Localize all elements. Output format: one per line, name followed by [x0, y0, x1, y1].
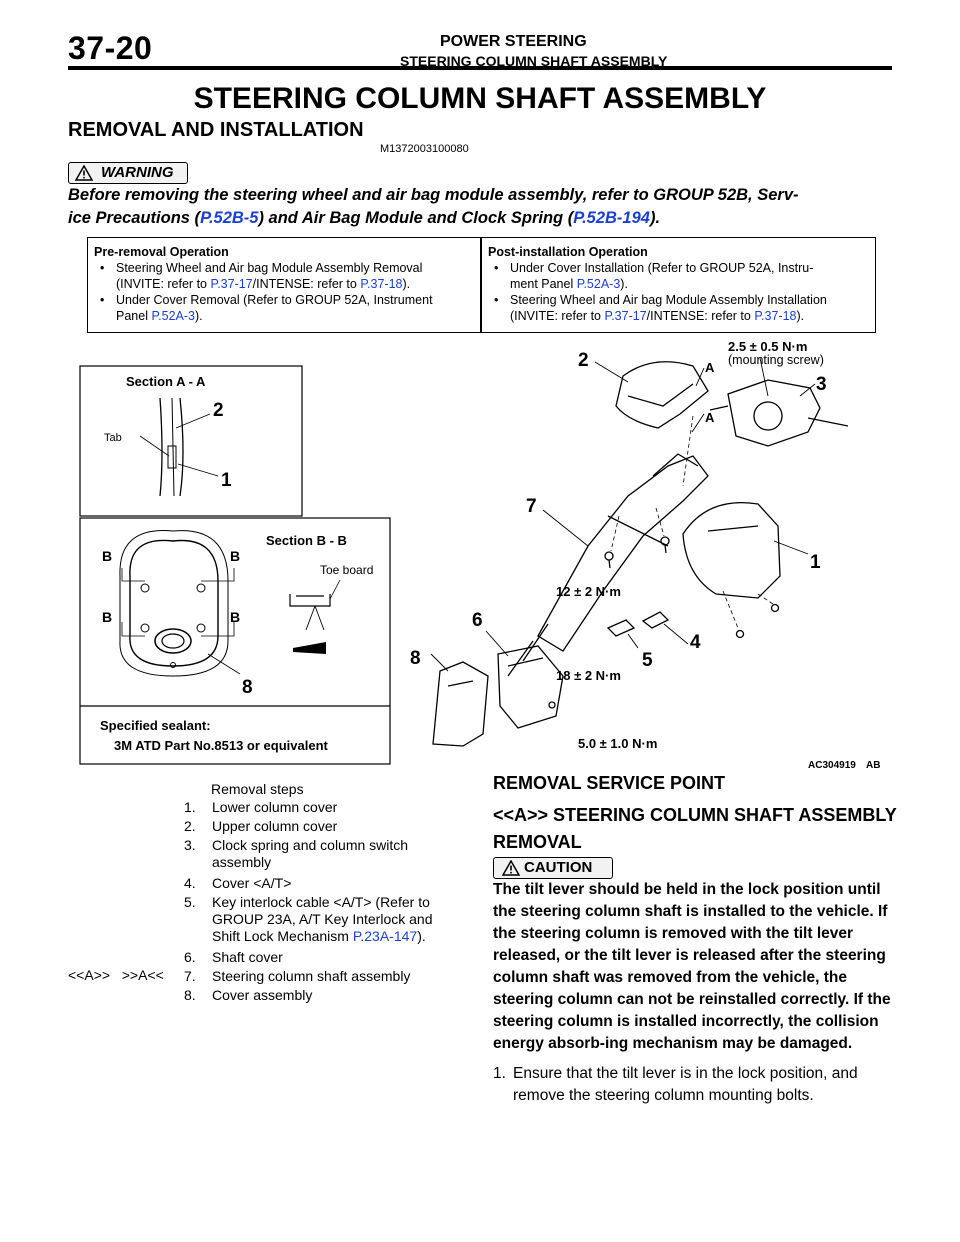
- list-item: • Steering Wheel and Air bag Module Asse…: [494, 293, 827, 323]
- install-mark: >>A<<: [121, 967, 164, 983]
- link-p37-18[interactable]: P.37-18: [360, 277, 403, 291]
- service-point-marks: <<A>> >>A<<: [68, 967, 164, 983]
- svg-text:1: 1: [810, 552, 821, 573]
- page-number: 37-20: [68, 30, 153, 66]
- caution-text: The tilt lever should be held in the loc…: [493, 881, 891, 1052]
- removal-steps-title: Removal steps: [211, 781, 304, 797]
- header-rule: [68, 66, 892, 70]
- removal-mark: <<A>>: [68, 967, 111, 983]
- warning-text: Before removing the steering wheel and a…: [68, 186, 799, 227]
- chapter-title: POWER STEERING: [440, 33, 587, 50]
- caution-label: CAUTION: [524, 859, 593, 876]
- svg-text:A: A: [705, 360, 715, 375]
- torque-18: 18 ± 2 N·m: [556, 668, 621, 683]
- instruction-step: 1. Ensure that the tilt lever is in the …: [493, 1065, 858, 1104]
- caution-icon: [502, 860, 520, 876]
- chapter-subtitle: STEERING COLUMN SHAFT ASSEMBLY: [400, 53, 668, 69]
- svg-text:2: 2: [578, 350, 589, 371]
- link-p37-17[interactable]: P.37-17: [604, 309, 647, 323]
- section-b-label: Section B - B: [266, 533, 347, 548]
- toe-board-label: Toe board: [320, 563, 373, 577]
- svg-text:AB: AB: [866, 760, 880, 771]
- column-assembly-drawing: [432, 361, 849, 747]
- svg-text:3: 3: [816, 374, 827, 395]
- section-a-label: Section A - A: [126, 374, 206, 389]
- svg-text:4: 4: [690, 632, 701, 653]
- list-item: • Under Cover Installation (Refer to GRO…: [494, 261, 814, 291]
- mounting-screw-label: (mounting screw): [728, 353, 824, 367]
- page-title: STEERING COLUMN SHAFT ASSEMBLY: [193, 82, 767, 115]
- list-item: 5.Key interlock cable <A/T> (Refer to GR…: [184, 894, 433, 944]
- link-p52a-3[interactable]: P.52A-3: [151, 309, 196, 323]
- svg-text:6: 6: [472, 610, 483, 631]
- svg-text:B: B: [102, 609, 112, 625]
- link-p37-17[interactable]: P.37-17: [210, 277, 253, 291]
- warning-label: WARNING: [101, 164, 174, 181]
- link-p52a-3[interactable]: P.52A-3: [576, 277, 621, 291]
- link-p37-18[interactable]: P.37-18: [754, 309, 797, 323]
- svg-text:B: B: [230, 609, 240, 625]
- document-code: M1372003100080: [380, 143, 469, 155]
- svg-text:5: 5: [642, 650, 653, 671]
- warning-icon: [75, 165, 93, 181]
- svg-text:1: 1: [221, 470, 232, 491]
- section-a-box: [79, 365, 303, 517]
- caution-badge: CAUTION: [493, 857, 613, 879]
- section-b-box: [79, 517, 391, 765]
- list-item: • Under Cover Removal (Refer to GROUP 52…: [100, 293, 433, 323]
- svg-text:8: 8: [410, 648, 421, 669]
- post-installation-operation: Post-installation Operation • Under Cove…: [488, 244, 873, 324]
- link-p52b-194[interactable]: P.52B-194: [573, 209, 650, 227]
- list-item: 3.Clock spring and column switch assembl…: [184, 837, 409, 870]
- tab-label: Tab: [104, 432, 122, 444]
- svg-text:7: 7: [526, 496, 537, 517]
- section-title: REMOVAL AND INSTALLATION: [68, 119, 364, 141]
- pre-removal-operation: Pre-removal Operation • Steering Wheel a…: [94, 244, 474, 324]
- list-item: • Steering Wheel and Air bag Module Asse…: [100, 261, 423, 291]
- figure-code: AC304919: [808, 760, 856, 771]
- svg-text:A: A: [705, 410, 715, 425]
- link-p23a-147[interactable]: P.23A-147: [352, 928, 418, 944]
- torque-12: 12 ± 2 N·m: [556, 584, 621, 599]
- torque-mounting-screw: 2.5 ± 0.5 N·m: [728, 339, 807, 354]
- sealant-value: 3M ATD Part No.8513 or equivalent: [114, 738, 329, 753]
- operations-table: Pre-removal Operation • Steering Wheel a…: [87, 237, 876, 333]
- table-divider: [480, 238, 482, 332]
- svg-text:B: B: [230, 548, 240, 564]
- sealant-label: Specified sealant:: [100, 718, 211, 733]
- svg-text:2: 2: [213, 400, 224, 421]
- svg-text:8: 8: [242, 677, 253, 698]
- exploded-view-figure: Section A - A Tab 2 1 Section B - B Toe …: [79, 339, 880, 771]
- service-point-subtitle: <<A>> STEERING COLUMN SHAFT ASSEMBLY REM…: [493, 805, 897, 852]
- torque-5: 5.0 ± 1.0 N·m: [578, 736, 657, 751]
- service-point-title: REMOVAL SERVICE POINT: [493, 773, 726, 793]
- svg-text:B: B: [102, 548, 112, 564]
- link-p52b-5[interactable]: P.52B-5: [200, 209, 259, 227]
- warning-badge: WARNING: [68, 162, 188, 184]
